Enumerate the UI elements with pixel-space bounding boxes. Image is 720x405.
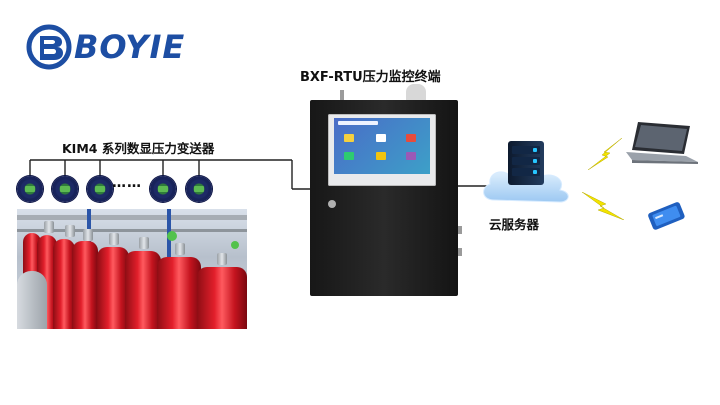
cable-gland-icon xyxy=(458,248,462,256)
cable-gland-icon xyxy=(458,226,462,234)
cabinet-lock-icon xyxy=(328,200,336,208)
ellipsis: …… xyxy=(112,175,142,191)
pressure-gauge xyxy=(150,176,176,202)
rtu-touchscreen xyxy=(334,118,430,174)
server-icon xyxy=(508,141,544,185)
antenna-icon xyxy=(340,90,344,102)
pressure-gauge xyxy=(17,176,43,202)
logo-text: BOYIE xyxy=(74,28,186,66)
phone-icon xyxy=(648,202,685,230)
lightning-icon xyxy=(582,192,624,220)
pressure-gauge xyxy=(52,176,78,202)
brand-logo: BOYIE xyxy=(26,24,186,70)
sensor-series-title: KIM4 系列数显压力变送器 xyxy=(62,141,215,156)
pressure-gauge xyxy=(186,176,212,202)
rtu-title: BXF-RTU压力监控终端 xyxy=(300,70,441,85)
gas-cylinders-photo xyxy=(17,209,247,329)
logo-mark-icon xyxy=(26,24,72,70)
cloud-server-title: 云服务器 xyxy=(489,217,540,232)
lightning-icon xyxy=(588,138,623,170)
laptop-icon xyxy=(626,122,698,164)
pressure-gauge xyxy=(87,176,113,202)
alarm-lamp-icon xyxy=(406,84,426,102)
